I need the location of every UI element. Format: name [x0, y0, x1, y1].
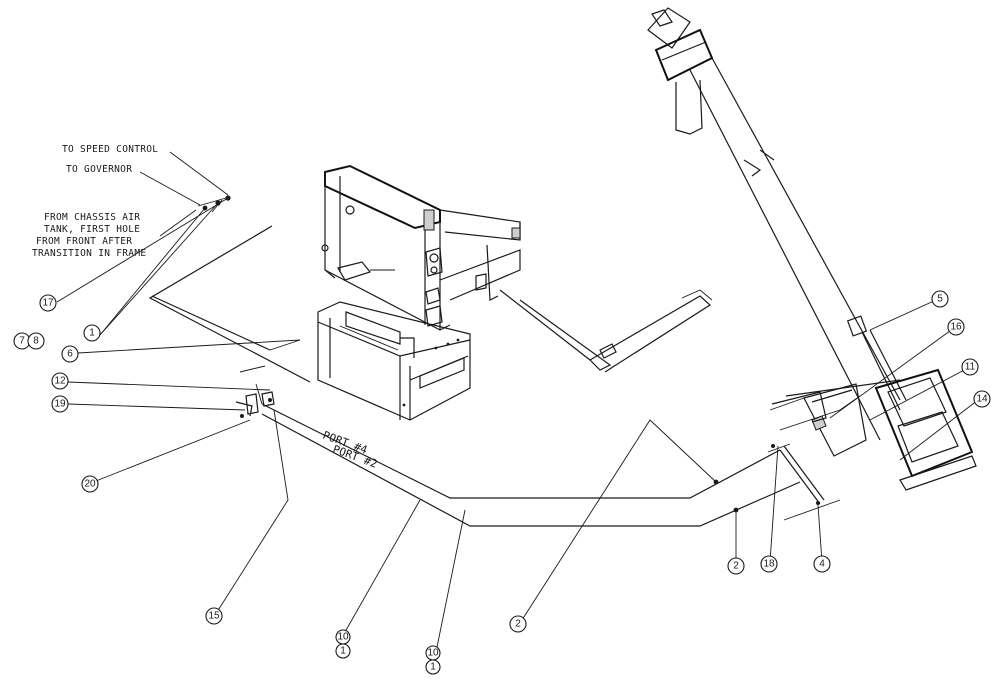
note-chassis-line3: FROM FRONT AFTER: [36, 236, 132, 247]
note-chassis-line2: TANK, FIRST HOLE: [44, 224, 140, 235]
callout-4: 4: [813, 555, 831, 573]
callout-leaders: [56, 197, 979, 653]
svg-text:7: 7: [19, 336, 25, 347]
callout-1-top: 1: [83, 324, 101, 342]
callout-7: 7: [13, 332, 31, 350]
auger-tube: [647, 7, 977, 491]
callout-17: 17: [39, 294, 57, 312]
air-lines-upper: [148, 225, 311, 383]
callout-1-right: 1: [425, 659, 441, 675]
callout-11: 11: [961, 358, 979, 376]
svg-text:6: 6: [67, 349, 73, 360]
lower-box: [317, 301, 471, 421]
note-chassis-line4: TRANSITION IN FRAME: [32, 248, 146, 259]
callout-5: 5: [931, 290, 949, 308]
svg-text:16: 16: [950, 322, 962, 333]
svg-text:1: 1: [430, 662, 436, 673]
svg-text:19: 19: [54, 399, 66, 410]
svg-text:12: 12: [54, 376, 66, 387]
svg-text:1: 1: [340, 646, 346, 657]
callout-14: 14: [973, 390, 991, 408]
callout-18: 18: [760, 555, 778, 573]
note-speed-control: TO SPEED CONTROL: [62, 144, 158, 155]
svg-text:4: 4: [819, 559, 825, 570]
leader-chassis: [159, 209, 197, 237]
svg-text:8: 8: [33, 336, 39, 347]
callout-6: 6: [61, 345, 79, 363]
svg-text:10: 10: [427, 648, 439, 659]
svg-text:1: 1: [89, 328, 95, 339]
note-chassis-line1: FROM CHASSIS AIR: [44, 212, 140, 223]
callout-10-left: 10: [335, 629, 351, 645]
svg-text:11: 11: [965, 362, 976, 373]
callout-1-left: 1: [335, 643, 351, 659]
callout-15: 15: [205, 607, 223, 625]
svg-text:15: 15: [208, 611, 220, 622]
callout-19: 19: [51, 395, 69, 413]
port-lines: PORT #4 PORT #2: [261, 403, 841, 527]
note-governor: TO GOVERNOR: [66, 164, 132, 175]
chassis-frame: [321, 164, 713, 373]
callout-20: 20: [81, 475, 99, 493]
svg-text:14: 14: [976, 394, 988, 405]
svg-text:20: 20: [84, 479, 96, 490]
air-fittings: [197, 195, 231, 213]
callout-16: 16: [947, 318, 965, 336]
callout-8: 8: [27, 332, 45, 350]
svg-text:17: 17: [42, 298, 54, 309]
svg-text:5: 5: [937, 294, 943, 305]
leader-speed-control: [169, 151, 229, 196]
callout-12: 12: [51, 372, 69, 390]
svg-text:10: 10: [337, 632, 349, 643]
valve-bracket: [235, 383, 275, 418]
callout-2-middle: 2: [509, 615, 527, 633]
svg-text:2: 2: [733, 561, 739, 572]
svg-text:2: 2: [515, 619, 521, 630]
callout-2-right: 2: [727, 557, 745, 575]
routing-notes: TO SPEED CONTROL TO GOVERNOR FROM CHASSI…: [32, 144, 229, 259]
svg-text:18: 18: [763, 559, 775, 570]
leader-governor: [139, 171, 201, 206]
callout-10-right: 10: [425, 645, 441, 661]
